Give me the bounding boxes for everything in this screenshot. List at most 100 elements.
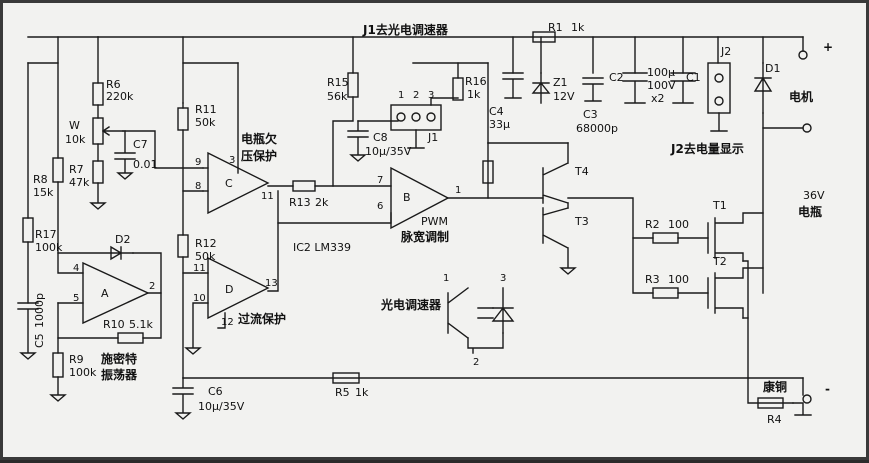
label-pwm2: 脉宽调制 — [400, 229, 449, 244]
terminal-minus — [802, 394, 812, 404]
c3-cap — [582, 77, 604, 102]
label-c6: C6 — [208, 385, 223, 398]
label-ic2: IC2 LM339 — [293, 241, 351, 254]
label-r11-val: 50k — [195, 116, 216, 129]
label-c8: C8 — [373, 131, 388, 144]
label-j2-desc: J2去电量显示 — [670, 141, 744, 156]
label-c2-val1: 100μ — [647, 66, 675, 79]
label-pin4: 4 — [73, 263, 79, 274]
label-pin1: 1 — [455, 185, 461, 196]
label-osc: 施密特 — [101, 351, 137, 366]
label-r1: R1 — [548, 21, 563, 34]
label-c3-val: 68000p — [576, 122, 618, 135]
wire — [122, 130, 204, 169]
label-pin10: 10 — [193, 293, 206, 304]
label-c2-val2: 100V — [647, 79, 676, 92]
label-opamp-c: C — [225, 177, 233, 190]
c4-cap — [502, 72, 524, 99]
j2-pin — [714, 96, 724, 106]
label-osc2: 振荡器 — [101, 367, 138, 382]
label-r9-val: 100k — [69, 366, 97, 379]
label-r15: R15 — [327, 76, 349, 89]
wire — [277, 212, 392, 224]
wire — [332, 96, 354, 187]
label-t2: T2 — [712, 255, 727, 268]
label-battery: 36V — [803, 189, 825, 202]
opamp-b — [390, 166, 450, 230]
t2-mosfet — [707, 267, 764, 319]
label-z1-val: 12V — [553, 90, 575, 103]
wire — [430, 97, 459, 106]
label-pin11b: 11 — [193, 263, 206, 274]
label-pin11: 11 — [261, 191, 274, 202]
label-j1-p1: 1 — [398, 90, 404, 101]
c7-cap — [114, 130, 136, 180]
label-pin2: 2 — [149, 281, 155, 292]
label-t1: T1 — [712, 199, 727, 212]
wire — [184, 302, 209, 355]
label-pin6: 6 — [377, 201, 383, 212]
wire — [49, 376, 67, 402]
j1-pin — [426, 112, 436, 122]
label-r6: R6 — [106, 78, 121, 91]
label-t4: T4 — [574, 165, 589, 178]
j1-pin — [396, 112, 406, 122]
circuit-schematic — [17, 31, 812, 420]
label-pin12: 12 — [221, 317, 234, 328]
label-r16-val: 1k — [467, 88, 481, 101]
label-r10: R10 — [103, 318, 125, 331]
label-c5-val: 1000p — [33, 293, 46, 328]
label-r17: R17 — [35, 228, 57, 241]
label-pin13: 13 — [265, 278, 278, 289]
r4-resistor — [757, 397, 784, 409]
label-overcurrent: 过流保护 — [238, 311, 286, 326]
label-pin5: 5 — [73, 293, 79, 304]
label-d2: D2 — [115, 233, 130, 246]
c1-cap — [670, 72, 696, 104]
label-r7-val: 47k — [69, 176, 90, 189]
wire — [89, 182, 107, 210]
label-undervolt2: 压保护 — [241, 148, 277, 163]
wire — [142, 292, 162, 339]
label-r2: R2 — [645, 218, 660, 231]
label-c2-val3: x2 — [651, 92, 665, 105]
label-j1-p2: 2 — [413, 90, 419, 101]
label-d1: D1 — [765, 62, 780, 75]
opamp-d — [207, 256, 270, 320]
wire — [57, 181, 84, 274]
label-r13: R13 — [289, 196, 311, 209]
t1-mosfet — [707, 212, 764, 262]
label-r16: R16 — [465, 75, 487, 88]
label-shunt: 康铜 — [763, 379, 787, 394]
label-plus: + — [823, 40, 833, 54]
r16-resistor — [452, 77, 464, 101]
label-r5: R5 — [335, 386, 350, 399]
label-r1-val: 1k — [571, 21, 585, 34]
terminal-plus — [798, 50, 808, 60]
label-r13-val: 2k — [315, 196, 329, 209]
label-pin9: 9 — [195, 157, 201, 168]
label-opto-p1: 1 — [443, 273, 449, 284]
r-pullup — [482, 160, 494, 184]
label-r15-val: 56k — [327, 90, 348, 103]
wire — [407, 129, 425, 149]
label-pin7: 7 — [377, 175, 383, 186]
wire — [747, 377, 794, 404]
label-c2: C2 — [609, 71, 624, 84]
label-c7-val: 0.01 — [133, 158, 158, 171]
wire — [217, 312, 226, 329]
label-opamp-d: D — [225, 283, 233, 296]
label-r5-val: 1k — [355, 386, 369, 399]
label-r12-val: 50k — [195, 250, 216, 263]
label-t3: T3 — [574, 215, 589, 228]
label-layer: J1去光电调速器 R1 1k R6 220k W 10k R7 47k C7 0… — [33, 21, 833, 426]
label-c1: C1 — [686, 71, 701, 84]
wire — [742, 260, 749, 379]
opto-rays — [477, 307, 494, 319]
label-opto-p3: 3 — [500, 273, 506, 284]
label-minus: - — [825, 382, 830, 396]
label-j1-line: J1去光电调速器 — [362, 22, 449, 37]
label-c6-val: 10μ/35V — [198, 400, 245, 413]
label-r9: R9 — [69, 353, 84, 366]
